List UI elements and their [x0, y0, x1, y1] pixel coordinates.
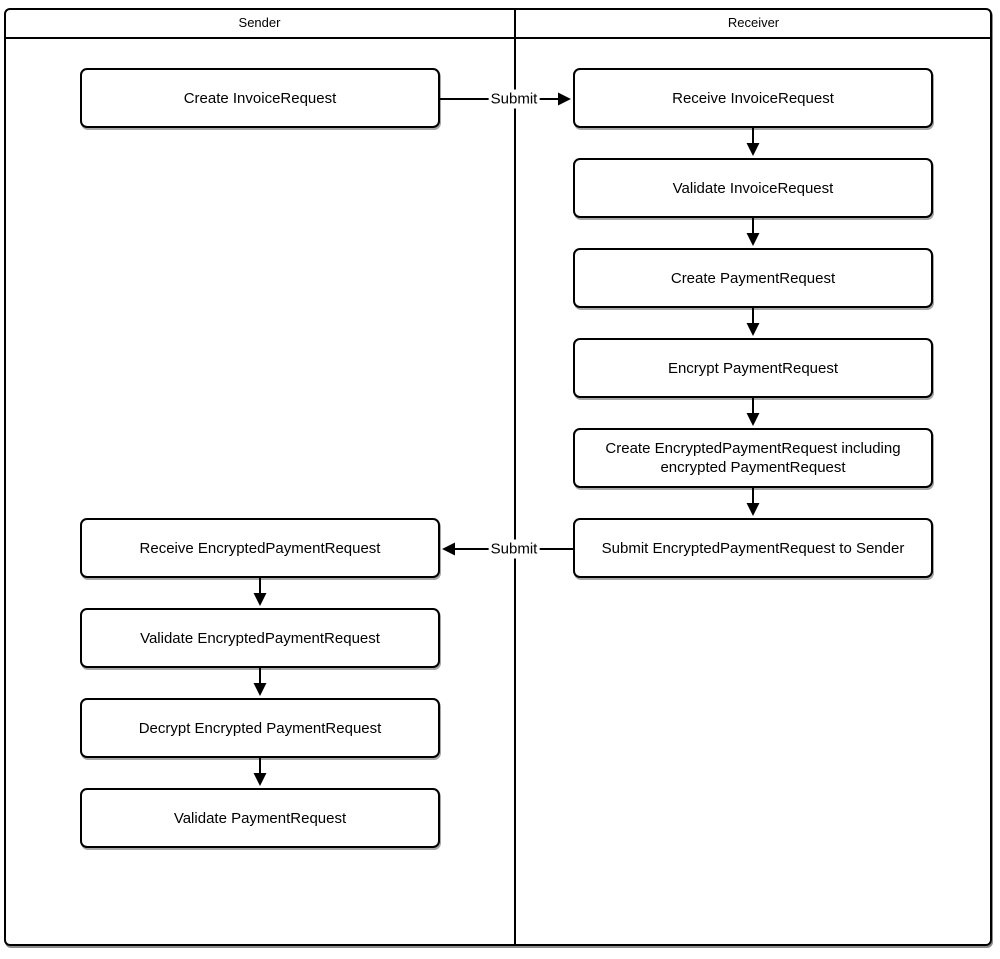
edge-label-submit-encrypted-payment: Submit [488, 539, 540, 559]
lane-header-sender: Sender [4, 8, 515, 37]
lane-header-row: Sender Receiver [4, 8, 992, 39]
lane-divider [514, 8, 516, 946]
node-label: Encrypt PaymentRequest [667, 359, 839, 377]
node-validate-payment-request: Validate PaymentRequest [80, 788, 440, 848]
node-create-invoice-request: Create InvoiceRequest [80, 68, 440, 128]
node-validate-encrypted-payment-request: Validate EncryptedPaymentRequest [80, 608, 440, 668]
node-decrypt-encrypted-payment-request: Decrypt Encrypted PaymentRequest [80, 698, 440, 758]
lane-header-receiver: Receiver [515, 8, 992, 37]
node-receive-encrypted-payment-request: Receive EncryptedPaymentRequest [80, 518, 440, 578]
lane-title-receiver: Receiver [727, 15, 780, 30]
lane-title-sender: Sender [238, 15, 281, 30]
node-validate-invoice-request: Validate InvoiceRequest [573, 158, 933, 218]
node-label: Submit EncryptedPaymentRequest to Sender [601, 539, 905, 557]
diagram-frame [4, 8, 992, 946]
node-label: Decrypt Encrypted PaymentRequest [138, 719, 382, 737]
node-label: Validate PaymentRequest [173, 809, 347, 827]
node-submit-encrypted-payment-request: Submit EncryptedPaymentRequest to Sender [573, 518, 933, 578]
node-label: Create PaymentRequest [670, 269, 836, 287]
node-label: Receive EncryptedPaymentRequest [139, 539, 381, 557]
node-create-encrypted-payment-request: Create EncryptedPaymentRequest including… [573, 428, 933, 488]
node-label: Create EncryptedPaymentRequest including… [605, 440, 901, 476]
node-label: Create InvoiceRequest [183, 89, 337, 107]
node-label: Receive InvoiceRequest [672, 89, 834, 107]
node-create-payment-request: Create PaymentRequest [573, 248, 933, 308]
node-label: Validate InvoiceRequest [672, 179, 834, 197]
edge-label-submit-invoice: Submit [488, 89, 540, 109]
node-encrypt-payment-request: Encrypt PaymentRequest [573, 338, 933, 398]
node-receive-invoice-request: Receive InvoiceRequest [573, 68, 933, 128]
node-label: Validate EncryptedPaymentRequest [140, 629, 380, 647]
